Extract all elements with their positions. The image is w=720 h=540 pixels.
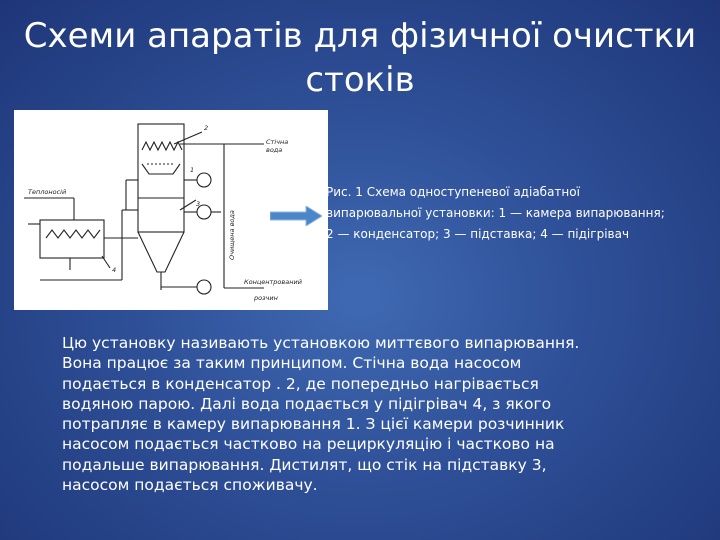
- body-paragraph: Цю установку називають установкою миттєв…: [62, 333, 672, 495]
- right-arrow-icon: [270, 206, 322, 226]
- heater-coil: [45, 229, 101, 239]
- figure-caption: Рис. 1 Схема одноступеневої адіабатної в…: [326, 182, 710, 245]
- caption-line-1: Рис. 1 Схема одноступеневої адіабатної: [326, 185, 580, 199]
- label-teplonosiy: Теплоносій: [28, 188, 66, 196]
- pump-top: [196, 172, 212, 188]
- caption-line-2: випарювальної установки: 1 — камера випа…: [326, 206, 665, 220]
- body-line: насосом подається частково на рециркуляц…: [62, 435, 555, 454]
- body-line: подальше випарювання. Дистилят, що стік …: [62, 455, 547, 474]
- label-4: 4: [112, 266, 116, 274]
- label-stichna-2: вода: [266, 146, 282, 154]
- apparatus-diagram: 2 Стічна вода Теплоносій 1 3 Очищена вод…: [14, 110, 328, 310]
- diagram-svg: 2 Стічна вода Теплоносій 1 3 Очищена вод…: [24, 123, 302, 302]
- body-line: Цю установку називають установкою миттєв…: [62, 334, 580, 352]
- body-line: водяною парою. Далі вода подається у під…: [62, 394, 552, 413]
- label-koncentr-2: розчин: [253, 294, 278, 302]
- caption-line-3: 2 — конденсатор; 3 — підставка; 4 — піді…: [326, 227, 630, 241]
- title-line-1: Схеми апаратів для фізичної очистки: [23, 16, 697, 56]
- label-3: 3: [196, 200, 200, 208]
- label-stichna-1: Стічна: [266, 138, 288, 146]
- slide-title: Схеми апаратів для фізичної очистки сток…: [20, 14, 700, 102]
- pump-bottom: [196, 279, 212, 295]
- label-ochyshchena: Очищена вода: [228, 210, 236, 260]
- evaporation-chamber: [137, 123, 185, 233]
- body-line: Вона працює за таким принципом. Стічна в…: [62, 354, 522, 373]
- label-2: 2: [204, 124, 208, 132]
- cone-bottom: [137, 231, 185, 273]
- body-line: потрапляє в камеру випарювання 1. З цієї…: [62, 415, 565, 434]
- label-koncentr-1: Концентрований: [244, 278, 302, 286]
- condenser-coil: [141, 140, 183, 152]
- title-line-2: стоків: [305, 60, 415, 100]
- body-line: насосом подається споживачу.: [62, 476, 318, 495]
- body-line: подається в конденсатор . 2, де попередн…: [62, 374, 539, 393]
- tray: [141, 163, 181, 175]
- heater: [39, 219, 105, 259]
- label-1: 1: [190, 166, 194, 174]
